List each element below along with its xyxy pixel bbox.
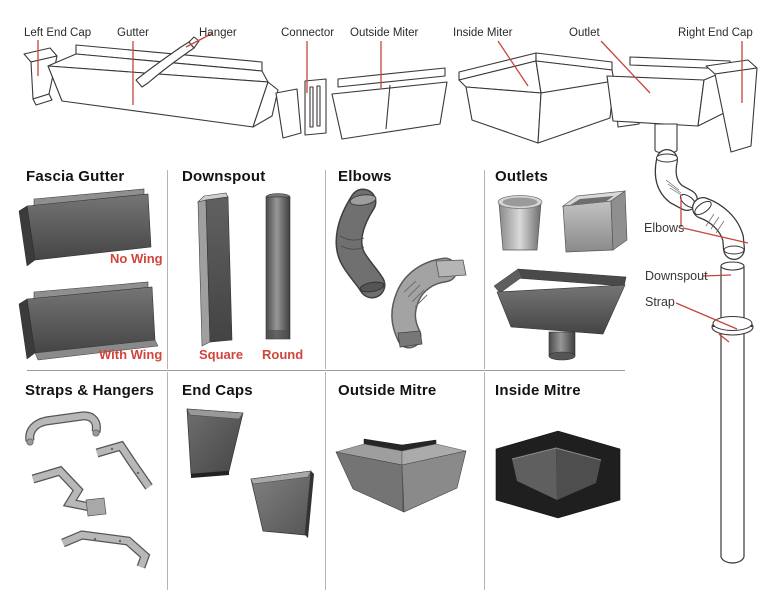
section-title-outlets: Outlets [495, 168, 549, 185]
elbow-sketch-1 [654, 149, 698, 211]
gutter-sketch [47, 44, 279, 128]
divider-row2-col2 [325, 372, 326, 590]
end-cap-photo-2 [250, 470, 314, 538]
label-elbows: Elbows [644, 221, 685, 235]
downspout-line-drawing [654, 149, 754, 564]
strap-photo-2 [95, 440, 153, 490]
variant-label-no-wing: No Wing [110, 251, 163, 266]
divider-row1-col1 [167, 170, 168, 369]
label-right-end-cap: Right End Cap [678, 27, 753, 39]
right-end-cap-sketch [705, 59, 758, 153]
outlet-sketch [606, 56, 731, 154]
label-left-end-cap: Left End Cap [24, 27, 92, 39]
strap-ring-sketch [711, 316, 754, 336]
label-outside-miter: Outside Miter [350, 27, 419, 39]
divider-row2-col1 [167, 372, 168, 590]
inside-miter-sketch [458, 52, 642, 144]
inside-mitre-photo [495, 430, 621, 519]
label-downspout: Downspout [645, 269, 708, 283]
section-title-straps-hangers: Straps & Hangers [25, 382, 155, 399]
section-title-elbows: Elbows [338, 168, 392, 185]
variant-label-with-wing: With Wing [99, 347, 163, 362]
label-inside-miter: Inside Miter [453, 27, 513, 39]
variant-label-round: Round [262, 347, 304, 362]
strap-photo-1 [25, 411, 101, 446]
product-photos [18, 188, 628, 569]
square-outlet-photo [561, 190, 628, 253]
gutter-outlet-photo [493, 268, 627, 361]
end-cap-photo-1 [186, 408, 244, 478]
label-strap: Strap [645, 295, 675, 309]
section-title-downspout: Downspout [182, 168, 266, 185]
assembly-line-drawing [23, 36, 758, 154]
assembly-leader-lines [37, 32, 743, 105]
section-title-end-caps: End Caps [182, 382, 253, 399]
connector-sketch [275, 78, 327, 139]
divider-rows [27, 370, 625, 371]
outside-mitre-photo [335, 438, 467, 513]
strap-photo-3 [31, 465, 107, 517]
hanger-sketch [135, 36, 200, 88]
downspout-pipe-sketch [720, 261, 745, 564]
divider-row1-col2 [325, 170, 326, 369]
square-elbow-photo [391, 257, 467, 349]
outside-miter-sketch [331, 67, 448, 140]
round-elbow-photo [335, 188, 386, 299]
section-title-inside-mitre: Inside Mitre [495, 382, 581, 399]
square-downspout-photo [197, 192, 233, 347]
left-end-cap-sketch [23, 47, 58, 106]
round-outlet-photo [497, 195, 543, 251]
label-outlet: Outlet [569, 27, 600, 39]
label-gutter: Gutter [117, 27, 149, 39]
divider-row1-col3 [484, 170, 485, 369]
label-connector: Connector [281, 27, 335, 39]
strap-photo-4 [61, 530, 151, 569]
section-title-fascia-gutter: Fascia Gutter [26, 168, 125, 185]
variant-label-square: Square [199, 347, 244, 362]
section-title-outside-mitre: Outside Mitre [338, 382, 437, 399]
elbow-sketch-2 [692, 197, 745, 260]
round-downspout-photo [265, 193, 291, 340]
label-hanger: Hanger [199, 27, 237, 39]
divider-row2-col3 [484, 372, 485, 590]
